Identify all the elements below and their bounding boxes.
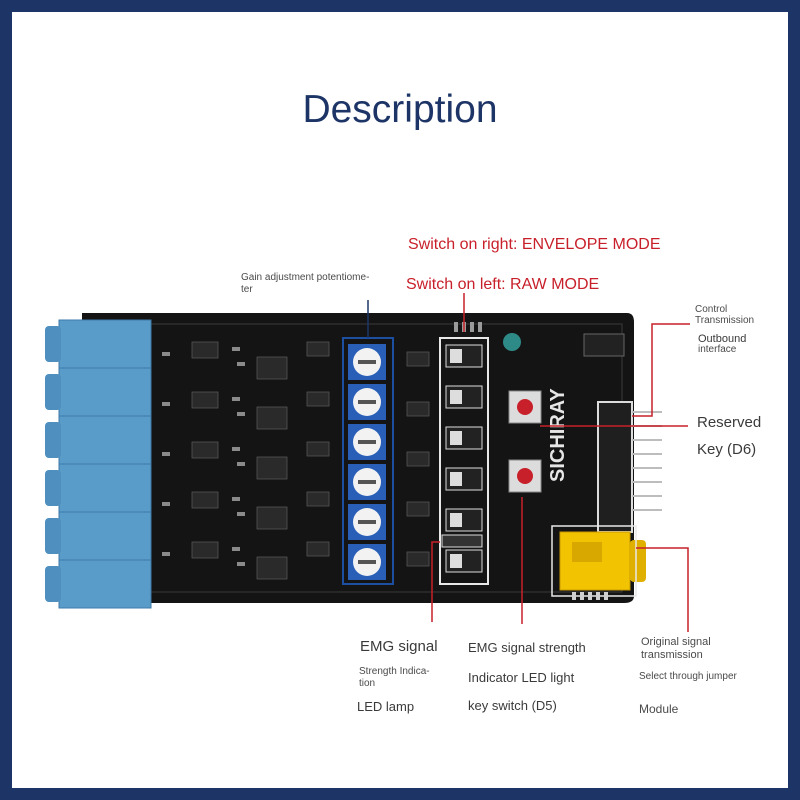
capacitor: [503, 333, 521, 351]
reserved-key-d6: [508, 390, 542, 424]
callout-lines: [367, 293, 690, 632]
slide-switch: [445, 549, 483, 573]
input-jacks: [45, 319, 152, 609]
potentiometer: [348, 544, 386, 580]
pcb-board-svg: SICHIRAY: [45, 293, 690, 632]
potentiometer: [348, 464, 386, 500]
control-label-line2: Transmission: [695, 315, 755, 326]
outbound-interface-header: [597, 401, 633, 533]
potentiometer: [348, 424, 386, 460]
slide-switch: [445, 508, 483, 532]
envelope-mode-label: Switch on right: ENVELOPE MODE: [408, 236, 661, 253]
original-signal-line2: transmission: [641, 649, 703, 661]
emg-signal-label: EMG signal: [360, 638, 438, 655]
switch-highlight-box: [439, 337, 489, 585]
control-header: [583, 333, 625, 357]
slide-switch: [445, 344, 483, 368]
indicator-led-label: Indicator LED light: [468, 670, 575, 685]
smd-components: [162, 347, 245, 566]
gain-pot-label-line1: Gain adjustment potentiome-: [241, 272, 370, 283]
slide-switch: [445, 426, 483, 450]
strength-indication-line1: Strength Indica-: [359, 666, 430, 677]
original-signal-line1: Original signal: [641, 636, 711, 648]
brand-text: SICHIRAY: [547, 388, 569, 482]
pcb-board-illustration: SICHIRAY: [12, 12, 788, 788]
potentiometer: [348, 504, 386, 540]
control-label-line1: Control: [695, 304, 728, 315]
content-panel: Description: [12, 12, 788, 788]
select-jumper-label: Select through jumper: [639, 671, 737, 682]
outbound-label-line2: interface: [698, 344, 737, 355]
slide-switches: [445, 344, 483, 573]
key-switch-label: key switch (D5): [468, 698, 557, 713]
input-jack: [45, 511, 152, 561]
gain-pot-label-line2: ter: [241, 284, 253, 295]
slide-switch: [445, 385, 483, 409]
reserved-label: Reserved: [697, 414, 762, 431]
input-jack: [45, 367, 152, 417]
strength-indication-line2: tion: [359, 678, 376, 689]
key-switch-d5: [508, 459, 542, 493]
ic-chips: [191, 341, 430, 580]
page-title: Description: [302, 88, 498, 131]
outbound-label-line1: Outbound: [698, 333, 747, 345]
strength-led-row: [441, 534, 483, 548]
potentiometer: [348, 344, 386, 380]
emg-strength-label: EMG signal strength: [468, 640, 586, 655]
original-signal-jack: [559, 531, 646, 591]
jumper-pins: [572, 592, 608, 600]
raw-mode-label: Switch on left: RAW MODE: [406, 276, 600, 293]
input-jack: [45, 559, 152, 609]
jumper-highlight-box: [551, 525, 637, 597]
gain-potentiometers: [348, 344, 386, 580]
input-jack: [45, 415, 152, 465]
potentiometer: [348, 384, 386, 420]
slide-switch: [445, 467, 483, 491]
led-lamp-label: LED lamp: [357, 699, 415, 714]
input-jack: [45, 319, 152, 369]
reserved-key-label: Key (D6): [697, 441, 757, 458]
module-label: Module: [639, 702, 679, 716]
input-jack: [45, 463, 152, 513]
